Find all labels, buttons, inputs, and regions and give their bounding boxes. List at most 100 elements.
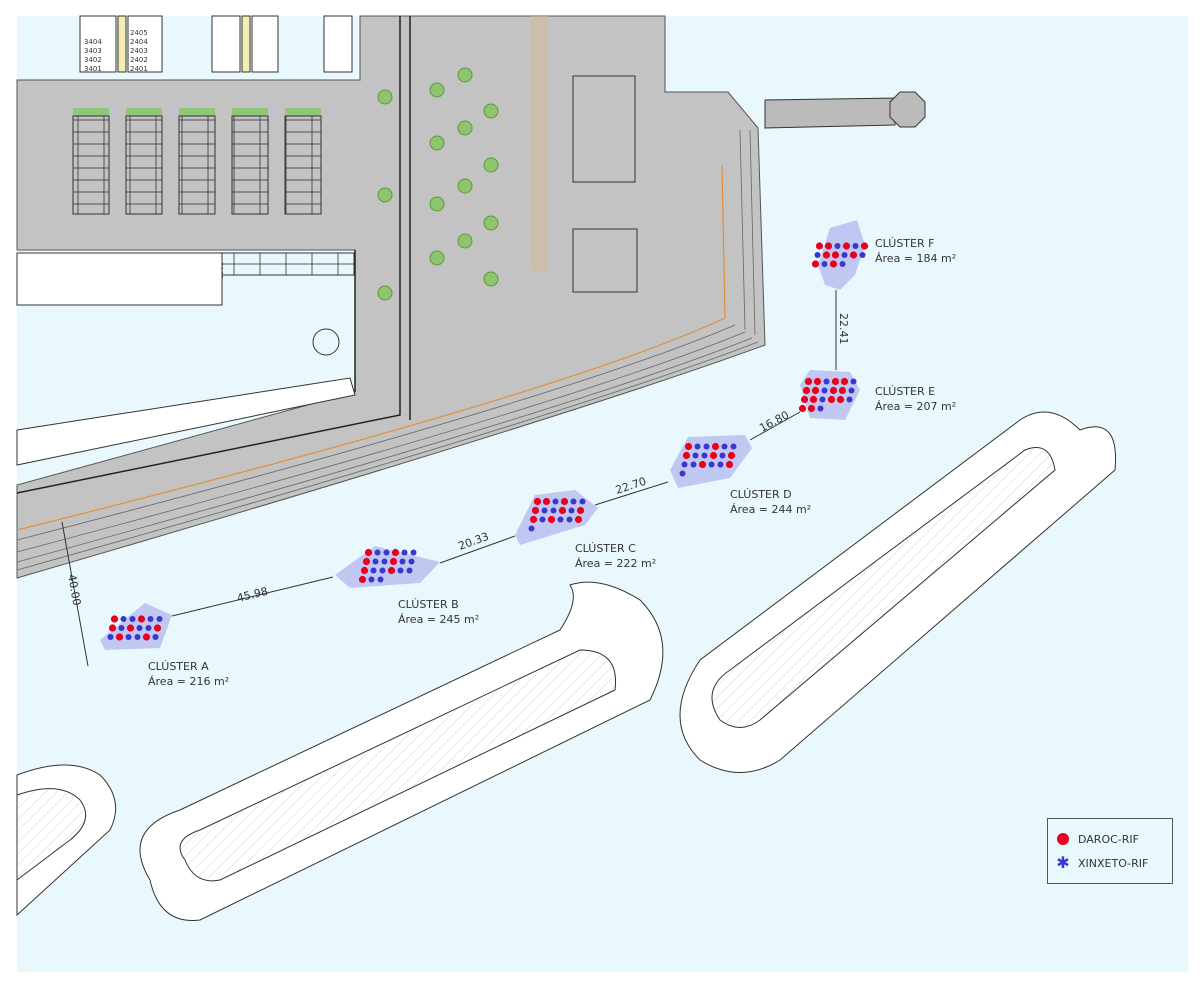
cluster-area-label: Área = 184 m²	[875, 252, 956, 265]
berth-block	[241, 15, 251, 73]
xinxeto-rif-marker	[717, 461, 724, 468]
xinxeto-rif-marker	[528, 525, 535, 532]
mooring-buoy	[312, 328, 340, 356]
xinxeto-rif-marker	[679, 470, 686, 477]
legend-label: DAROC-RIF	[1078, 832, 1139, 846]
walkway	[530, 16, 548, 271]
cluster-e[interactable]: CLÚSTER E Área = 207 m²	[798, 370, 956, 420]
xinxeto-rif-marker	[821, 387, 828, 394]
xinxeto-rif-marker	[817, 405, 824, 412]
building	[572, 228, 638, 293]
daroc-rif-marker	[108, 624, 117, 632]
xinxeto-rif-marker	[570, 498, 577, 505]
daroc-rif-marker	[809, 395, 818, 404]
planter	[73, 108, 109, 116]
daroc-rif-marker	[811, 260, 820, 268]
xinxeto-rif-marker	[129, 616, 136, 622]
tree-icon	[377, 89, 393, 105]
daroc-rif-marker	[153, 624, 162, 632]
xinxeto-rif-marker	[821, 261, 828, 267]
xinxeto-rif-marker	[134, 634, 141, 640]
tree-icon	[429, 250, 445, 266]
tree-icon	[457, 67, 473, 83]
xinxeto-rif-marker	[125, 634, 132, 640]
daroc-rif-marker	[364, 548, 373, 557]
xinxeto-rif-marker	[841, 252, 848, 258]
tree-icon	[429, 82, 445, 98]
dot-icon	[1056, 832, 1070, 846]
daroc-rif-marker	[829, 260, 838, 268]
xinxeto-rif-marker	[814, 252, 821, 258]
trees	[377, 67, 499, 301]
xinxeto-rif-marker	[145, 625, 152, 631]
cluster-b[interactable]: CLÚSTER B Área = 245 m²	[335, 546, 479, 626]
daroc-rif-marker	[838, 386, 847, 395]
berth-block	[16, 377, 356, 466]
tree-icon	[483, 157, 499, 173]
berth-number: 2401	[130, 65, 148, 73]
xinxeto-rif-marker	[557, 516, 564, 523]
daroc-rif-marker	[798, 404, 807, 413]
cluster-area-label: Área = 245 m²	[398, 613, 479, 626]
daroc-rif-marker	[804, 377, 813, 386]
cluster-name: CLÚSTER E	[875, 385, 935, 398]
xinxeto-rif-marker	[721, 443, 728, 450]
daroc-rif-marker	[860, 242, 869, 250]
daroc-rif-marker	[387, 566, 396, 575]
daroc-rif-marker	[389, 557, 398, 566]
road-edge	[16, 16, 411, 494]
distance-e-f: 22.41	[837, 313, 850, 345]
daroc-rif-marker	[836, 395, 845, 404]
daroc-rif-marker	[811, 386, 820, 395]
xinxeto-rif-marker	[152, 634, 159, 640]
xinxeto-rif-marker	[377, 576, 384, 583]
parking-row	[125, 115, 163, 215]
berth-block	[127, 15, 163, 73]
xinxeto-rif-marker	[136, 625, 143, 631]
daroc-rif-marker	[842, 242, 851, 250]
xinxeto-rif-marker	[147, 616, 154, 622]
planter	[232, 108, 268, 116]
xinxeto-rif-marker	[379, 567, 386, 574]
dim-line-shore-a	[61, 521, 89, 667]
daroc-rif-marker	[560, 497, 569, 506]
cluster-name: CLÚSTER B	[398, 598, 459, 611]
xinxeto-rif-marker	[381, 558, 388, 565]
daroc-rif-marker	[682, 451, 691, 460]
cluster-area-label: Área = 244 m²	[730, 503, 811, 516]
xinxeto-rif-marker	[859, 252, 866, 258]
xinxeto-rif-marker	[552, 498, 559, 505]
distance-shore-a: 40.00	[65, 573, 83, 606]
daroc-rif-marker	[558, 506, 567, 515]
daroc-rif-marker	[807, 404, 816, 413]
berth-block	[16, 252, 223, 306]
berth-block	[117, 15, 127, 73]
tree-icon	[457, 233, 473, 249]
planter	[285, 108, 321, 116]
cluster-name: CLÚSTER A	[148, 660, 209, 673]
xinxeto-rif-marker	[156, 616, 163, 622]
cluster-area-label: Área = 207 m²	[875, 400, 956, 413]
daroc-rif-marker	[831, 251, 840, 259]
legend-item-xinxeto: ✱ XINXETO-RIF	[1056, 851, 1172, 875]
daroc-rif-marker	[725, 460, 734, 469]
daroc-rif-marker	[126, 624, 135, 632]
daroc-rif-marker	[531, 506, 540, 515]
daroc-rif-marker	[824, 242, 833, 250]
xinxeto-rif-marker	[846, 396, 853, 403]
daroc-rif-marker	[115, 633, 124, 641]
xinxeto-rif-marker	[107, 634, 114, 640]
berth-block	[211, 15, 241, 73]
daroc-rif-marker	[360, 566, 369, 575]
xinxeto-rif-marker	[681, 461, 688, 468]
dim-line-c-d	[594, 481, 669, 506]
cluster-area-label: Área = 222 m²	[575, 557, 656, 570]
xinxeto-rif-marker	[374, 549, 381, 556]
daroc-rif-marker	[822, 251, 831, 259]
berth-block	[251, 15, 279, 73]
